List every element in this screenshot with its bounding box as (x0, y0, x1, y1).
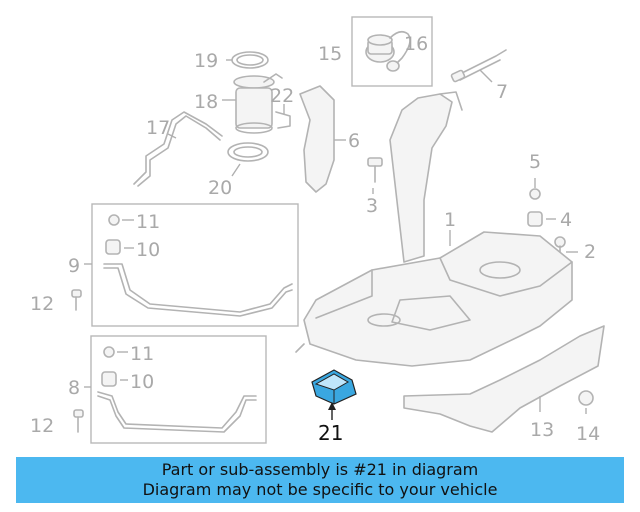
callout-12b: 12 (30, 415, 54, 437)
callout-6: 6 (348, 130, 360, 152)
callout-3: 3 (366, 195, 378, 217)
callout-19: 19 (194, 50, 218, 72)
callout-12a: 12 (30, 293, 54, 315)
tank-strap-part-9 (103, 263, 293, 313)
bolt-part-2 (554, 236, 578, 259)
callout-18: 18 (194, 91, 218, 113)
bolt-part-3 (367, 157, 383, 183)
clip-part-5 (529, 178, 541, 200)
bolt-part-12b (73, 409, 84, 433)
strap-group-box-8 (90, 335, 267, 444)
callout-5: 5 (529, 151, 541, 173)
fuel-tank-part (295, 231, 573, 367)
filler-cap-part (365, 30, 411, 72)
nut-part-14 (578, 390, 594, 406)
callout-22: 22 (270, 85, 294, 107)
callout-11b: 11 (130, 343, 154, 365)
filler-neck-part (389, 93, 453, 263)
seal-ring-part (227, 142, 269, 162)
bushing-part-10a (105, 239, 134, 255)
tank-strap-part-8 (97, 391, 257, 429)
callout-7: 7 (496, 81, 508, 103)
callout-4: 4 (560, 209, 572, 231)
bushing-part-4 (527, 211, 556, 227)
callout-16: 16 (404, 33, 428, 55)
pump-bracket-part (275, 111, 291, 129)
clip-part-11b (103, 346, 128, 358)
bushing-part-10b (101, 371, 128, 387)
lock-ring-part (231, 51, 269, 69)
callout-15: 15 (318, 43, 342, 65)
strap-group-box-9 (91, 203, 299, 327)
fuel-line-part-b (133, 111, 223, 185)
fuel-pump-module-part (233, 73, 283, 134)
clip-part-11a (108, 214, 134, 226)
info-banner: Part or sub-assembly is #21 in diagram D… (16, 457, 624, 503)
callout-10a: 10 (136, 239, 160, 261)
callout-1: 1 (444, 209, 456, 231)
callout-14: 14 (576, 423, 600, 445)
parts-diagram: 1 2 3 4 5 6 7 8 9 10 10 11 11 12 12 13 1… (30, 16, 605, 445)
callout-21: 21 (318, 421, 343, 445)
banner-line-1: Part or sub-assembly is #21 in diagram (161, 460, 479, 479)
bolt-part-12a (71, 289, 82, 311)
callout-11a: 11 (136, 211, 160, 233)
heat-shield-part (299, 85, 335, 193)
banner-line-2: Diagram may not be specific to your vehi… (142, 480, 498, 499)
callout-8: 8 (68, 377, 80, 399)
sensor-wire-part (450, 49, 507, 83)
callout-17: 17 (146, 117, 170, 139)
callout-20: 20 (208, 177, 232, 199)
tank-shield-part (403, 325, 605, 433)
callout-10b: 10 (130, 371, 154, 393)
callout-2: 2 (584, 241, 596, 263)
callout-13: 13 (530, 419, 554, 441)
filler-cap-group-box (351, 16, 433, 87)
highlighted-part-21 (311, 369, 357, 405)
callout-9: 9 (68, 255, 80, 277)
